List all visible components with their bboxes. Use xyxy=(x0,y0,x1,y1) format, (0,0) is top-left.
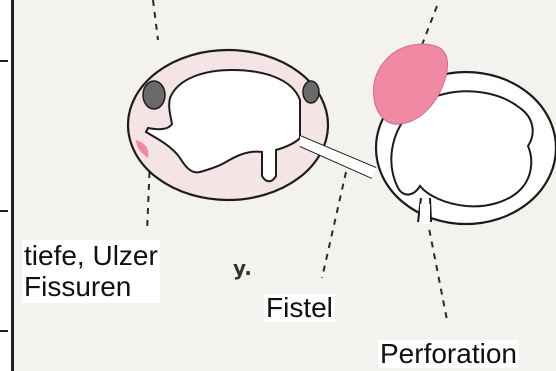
label-perforation: Perforation xyxy=(378,340,519,368)
leader-line-top-right xyxy=(420,6,437,50)
lymph-node-left xyxy=(143,81,165,109)
lymph-node-right xyxy=(303,81,319,103)
label-fistula: Fistel xyxy=(264,294,335,322)
stray-mark: y. xyxy=(233,256,252,280)
perforation-opening xyxy=(420,204,430,224)
leader-line-fistula xyxy=(322,172,346,278)
label-ulcer-fissures: tiefe, Ulzer Fissuren xyxy=(22,240,160,303)
leader-line-top-left xyxy=(153,0,158,40)
leader-line-perforation xyxy=(427,218,447,320)
label-fissures: Fissuren xyxy=(24,271,158,302)
label-ulcer: tiefe, Ulzer xyxy=(24,240,158,271)
